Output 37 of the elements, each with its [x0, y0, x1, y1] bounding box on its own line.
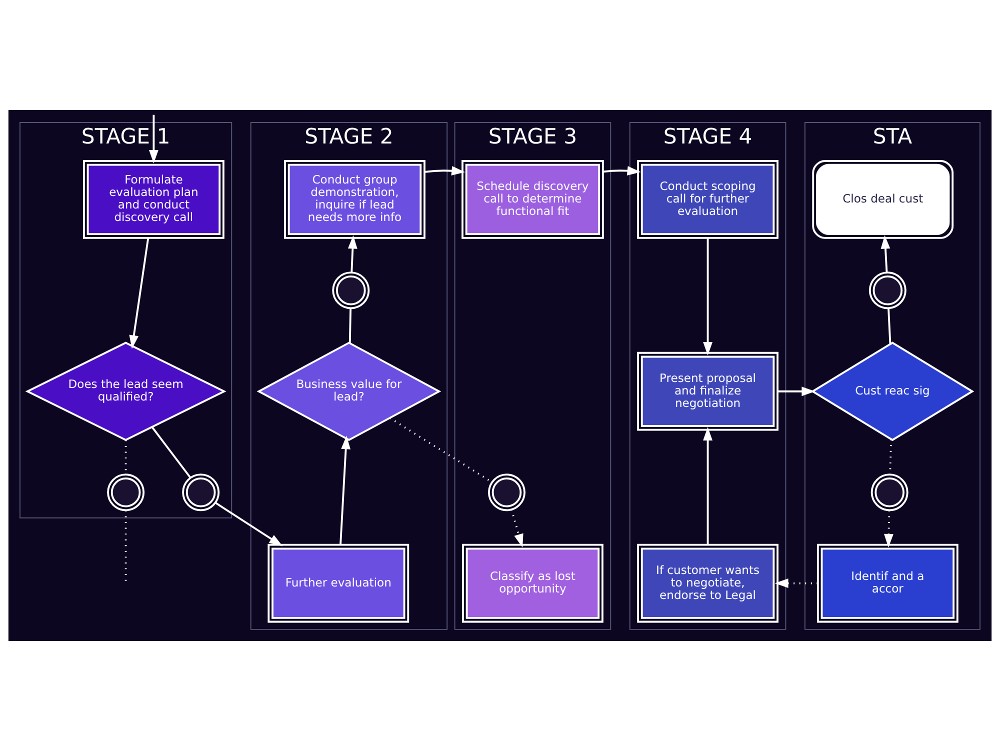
- connector: [888, 308, 892, 344]
- arrow: [215, 502, 283, 546]
- arrow: [778, 386, 816, 396]
- node-diamond: Does the lead seem qualified?: [25, 341, 226, 441]
- node-circle: [107, 473, 145, 511]
- connector: [348, 308, 352, 343]
- node-diamond: Cust reac sig: [810, 341, 974, 441]
- arrow: [703, 426, 712, 544]
- arrow: [340, 435, 351, 544]
- node-circle: [870, 473, 908, 511]
- node-diamond: Business value for lead?: [256, 341, 442, 441]
- node-box: Conduct group demonstration, inquire if lead needs more info: [284, 160, 426, 238]
- node-circle: [868, 271, 906, 309]
- arrow: [880, 234, 890, 272]
- arrow: [148, 114, 158, 163]
- node-box: Clos deal cust: [812, 160, 954, 238]
- connector: [151, 426, 192, 478]
- node-box: Conduct scoping call for further evaluation: [637, 160, 778, 238]
- node-box: Present proposal and finalize negotiation: [637, 351, 778, 430]
- node-box: Formulate evaluation plan and conduct discovery call: [83, 160, 224, 238]
- arrow: [348, 234, 358, 272]
- arrow: [884, 510, 894, 547]
- arrow: [424, 166, 466, 175]
- arrow: [774, 578, 818, 588]
- node-box: Schedule discovery call to determine functional fit: [462, 160, 604, 238]
- node-box: Classify as lost opportunity: [462, 543, 604, 622]
- node-circle: [332, 271, 370, 309]
- arrow: [703, 237, 712, 356]
- node-circle: [182, 473, 220, 511]
- arrow: [510, 508, 524, 547]
- arrow: [129, 237, 150, 348]
- arrow: [603, 166, 641, 175]
- node-box: If customer wants to negotiate, endorse to Legal: [637, 543, 778, 622]
- node-box: Further evaluation: [268, 543, 410, 622]
- connector: [889, 438, 892, 474]
- node-circle: [488, 473, 526, 511]
- node-box: Identif and a accor: [816, 543, 958, 622]
